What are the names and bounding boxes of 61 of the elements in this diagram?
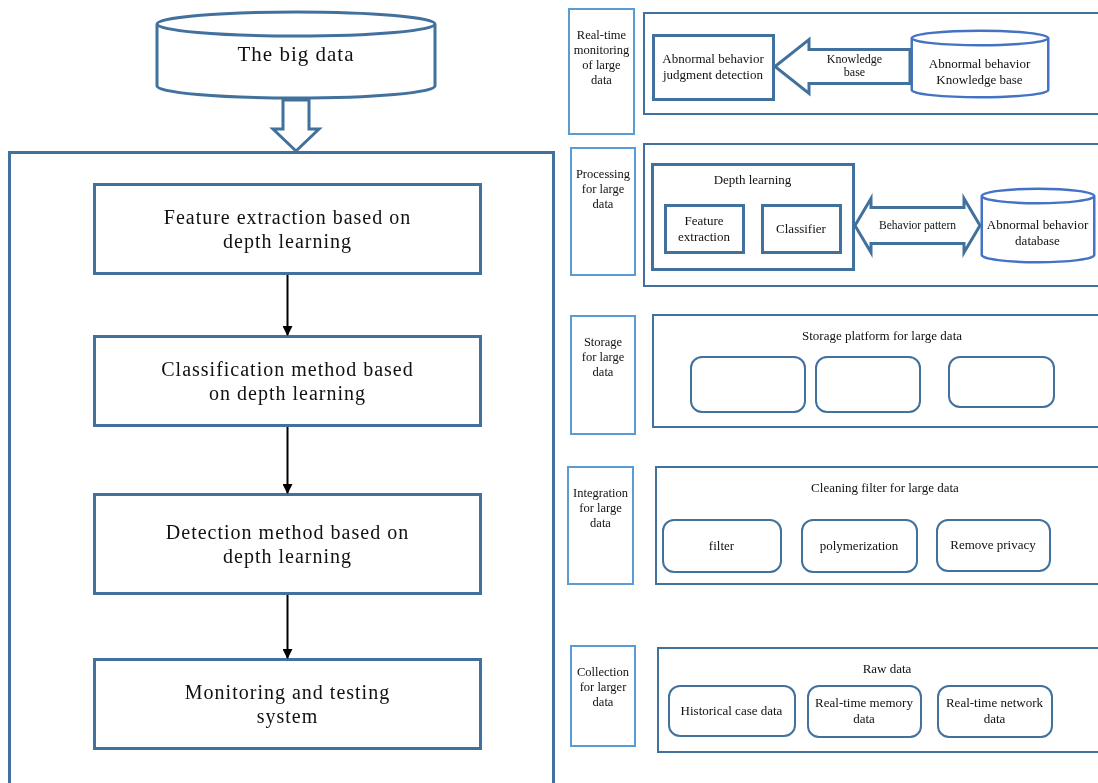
node-label: Classification method based on depth learning: [160, 357, 415, 407]
node-label: Historical case data: [679, 701, 784, 720]
rounded-box: [661, 518, 782, 573]
node-label: Feature extraction: [677, 211, 731, 246]
process-box: [651, 33, 775, 101]
node-label: Feature extraction based on depth learning: [162, 205, 413, 255]
node-label: Detection method based on depth learning: [164, 520, 411, 570]
layer-label-box: [570, 315, 636, 435]
rounded-box: [806, 684, 922, 738]
process-box: [650, 162, 855, 271]
arrow: [282, 274, 293, 336]
node-label: Abnormal behavior database: [985, 216, 1090, 250]
node-label: Cleaning filter for large data: [810, 480, 960, 496]
node-label: Raw data: [861, 661, 913, 677]
process-box: [93, 658, 482, 750]
node-label: Collection for larger data: [575, 664, 631, 711]
node-label: Monitoring and testing system: [183, 680, 392, 730]
rounded-box: [667, 684, 796, 737]
edge-label: Behavior pattern: [879, 219, 956, 233]
layer-label-box: [568, 8, 635, 135]
node-label: polymerization: [818, 536, 900, 555]
layer-panel: [643, 143, 1098, 287]
block-arrow: [269, 98, 323, 153]
process-box: [93, 183, 482, 275]
node-label: Abnormal behavior judgment detection: [661, 50, 765, 84]
database-cylinder: [155, 10, 437, 100]
node-label: Classifier: [775, 219, 827, 238]
database-cylinder: [979, 186, 1096, 264]
arrow: [282, 594, 293, 659]
node-label: Storage platform for large data: [801, 328, 963, 344]
node-label: Storage for large data: [580, 334, 626, 381]
layer-panel: [652, 314, 1098, 428]
node-label: Abnormal behavior Knowledge base: [927, 54, 1032, 89]
layer-panel: [655, 466, 1098, 585]
node-label: Real-time network data: [944, 694, 1045, 728]
rounded-box: [814, 355, 921, 413]
layer-label-box: [570, 147, 636, 276]
layer-panel: [657, 647, 1098, 753]
process-box: [760, 203, 842, 254]
rounded-box: [689, 355, 806, 413]
rounded-box: [936, 684, 1053, 738]
rounded-box: [935, 518, 1051, 572]
layer-label-box: [567, 466, 634, 585]
database-cylinder: [909, 28, 1050, 99]
layer-label-box: [570, 645, 636, 747]
rounded-box: [947, 355, 1055, 408]
node-label: filter: [707, 536, 736, 555]
arrow: [282, 426, 293, 494]
node-label: Remove privacy: [949, 536, 1037, 555]
node-label: Processing for large data: [574, 166, 632, 213]
node-label: Real-time memory data: [814, 694, 914, 728]
node-label: Integration for large data: [572, 485, 629, 532]
container-box: [8, 151, 555, 783]
node-label: Real-time monitoring of large data: [572, 27, 631, 89]
node-label: Depth learning: [712, 171, 793, 188]
rounded-box: [800, 518, 918, 573]
process-box: [663, 203, 745, 254]
process-box: [93, 335, 482, 427]
process-box: [93, 493, 482, 595]
node-label: The big data: [236, 41, 356, 68]
layer-panel: [643, 12, 1098, 115]
